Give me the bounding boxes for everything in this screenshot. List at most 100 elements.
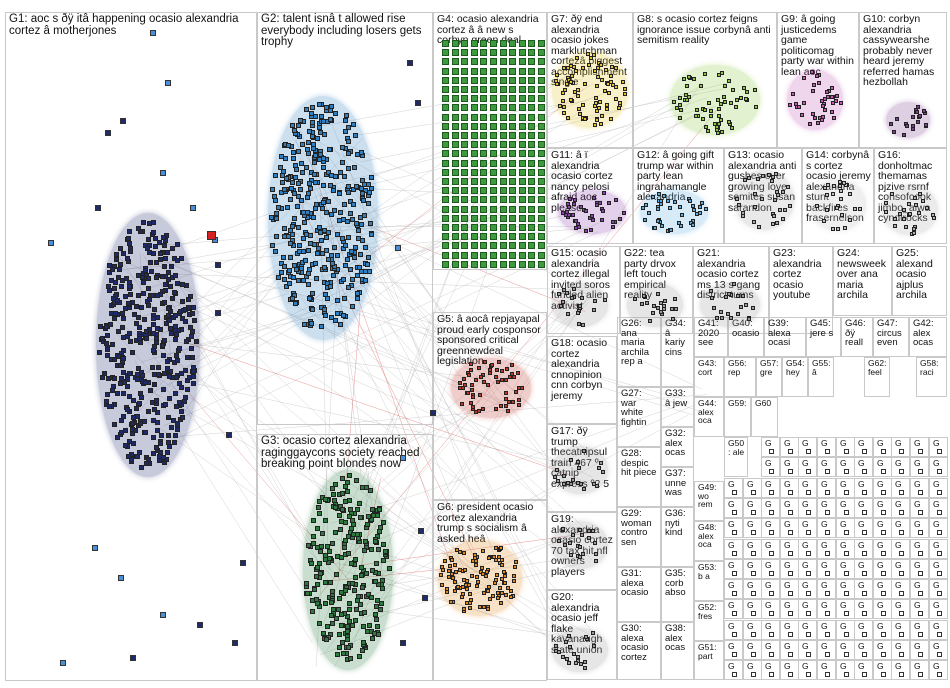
node — [506, 408, 511, 413]
node — [500, 242, 507, 249]
node — [357, 264, 363, 270]
node — [474, 377, 479, 382]
group-cell-g27: G27: war white fightin — [617, 387, 661, 447]
node — [146, 286, 152, 292]
node — [853, 207, 858, 212]
node — [183, 368, 189, 374]
small-group-label: G — [858, 479, 865, 489]
node — [908, 212, 913, 217]
node — [899, 490, 904, 495]
node — [326, 199, 332, 205]
small-group-label: G — [895, 540, 902, 550]
group-cell-g58: G58: raci — [916, 357, 947, 397]
node — [109, 387, 115, 393]
node — [161, 337, 167, 343]
node — [174, 257, 180, 263]
small-group-cell: G — [854, 498, 873, 518]
node — [475, 575, 480, 580]
node — [299, 170, 305, 176]
node — [788, 449, 793, 454]
node — [576, 221, 581, 226]
node — [376, 546, 382, 552]
group-cell-g36: G36: nyti kind — [661, 507, 694, 567]
node — [166, 317, 172, 323]
node — [328, 252, 334, 258]
node — [519, 141, 526, 148]
small-group-label: G — [858, 560, 865, 570]
node — [915, 119, 920, 124]
small-group-label: G — [914, 499, 921, 509]
node — [692, 77, 697, 82]
node — [365, 254, 371, 260]
node — [99, 374, 105, 380]
node — [480, 178, 487, 185]
small-group-label: G — [840, 438, 847, 448]
small-group-cell: G — [891, 599, 910, 619]
node — [899, 510, 904, 515]
node — [458, 380, 463, 385]
small-group-cell: G — [929, 437, 948, 457]
node — [165, 250, 171, 256]
node — [350, 580, 356, 586]
node — [709, 109, 714, 114]
small-group-cell: G — [854, 559, 873, 579]
node — [712, 305, 717, 310]
node — [131, 415, 137, 421]
small-group-label: G — [858, 540, 865, 550]
node — [640, 302, 645, 307]
node — [806, 469, 811, 474]
node — [461, 215, 468, 222]
node — [184, 282, 190, 288]
small-group-cell: G — [910, 599, 929, 619]
small-group-cell: G — [873, 437, 892, 457]
small-group-label: G — [821, 540, 828, 550]
node — [574, 55, 579, 60]
node — [165, 433, 171, 439]
node — [305, 151, 311, 157]
group-label: G31: alexa ocasio — [621, 568, 649, 598]
node — [918, 510, 923, 515]
node — [191, 380, 197, 386]
node — [160, 454, 166, 460]
small-group-cell: G — [891, 539, 910, 559]
node — [751, 591, 756, 596]
node — [366, 190, 372, 196]
node — [182, 319, 188, 325]
group-label: G11: â ï alexandria ocasio cortez nancy … — [551, 149, 613, 213]
small-group-label: G — [765, 560, 772, 570]
small-group-cell: G — [836, 559, 855, 579]
node — [756, 225, 761, 230]
node — [309, 104, 315, 110]
node — [613, 66, 618, 71]
small-group-label: G — [840, 600, 847, 610]
node — [844, 632, 849, 637]
node — [471, 141, 478, 148]
node — [918, 530, 923, 535]
node — [807, 122, 812, 127]
node — [578, 111, 583, 116]
node — [825, 571, 830, 576]
node — [179, 409, 185, 415]
node — [353, 220, 359, 226]
node — [460, 402, 465, 407]
node — [722, 95, 727, 100]
node — [703, 207, 708, 212]
node — [609, 116, 614, 121]
node — [862, 632, 867, 637]
group-label: G18: ocasio cortez alexandria cnnopinion… — [551, 337, 608, 402]
node — [316, 224, 322, 230]
node — [363, 539, 369, 545]
node — [480, 49, 487, 56]
node — [600, 208, 605, 213]
node — [519, 77, 526, 84]
node — [316, 621, 322, 627]
small-group-cell: G — [724, 539, 743, 559]
node — [560, 654, 565, 659]
small-group-cell: G — [910, 539, 929, 559]
node — [632, 297, 637, 302]
node — [677, 205, 682, 210]
node — [806, 611, 811, 616]
node — [300, 236, 306, 242]
node — [331, 491, 337, 497]
node — [716, 72, 721, 77]
